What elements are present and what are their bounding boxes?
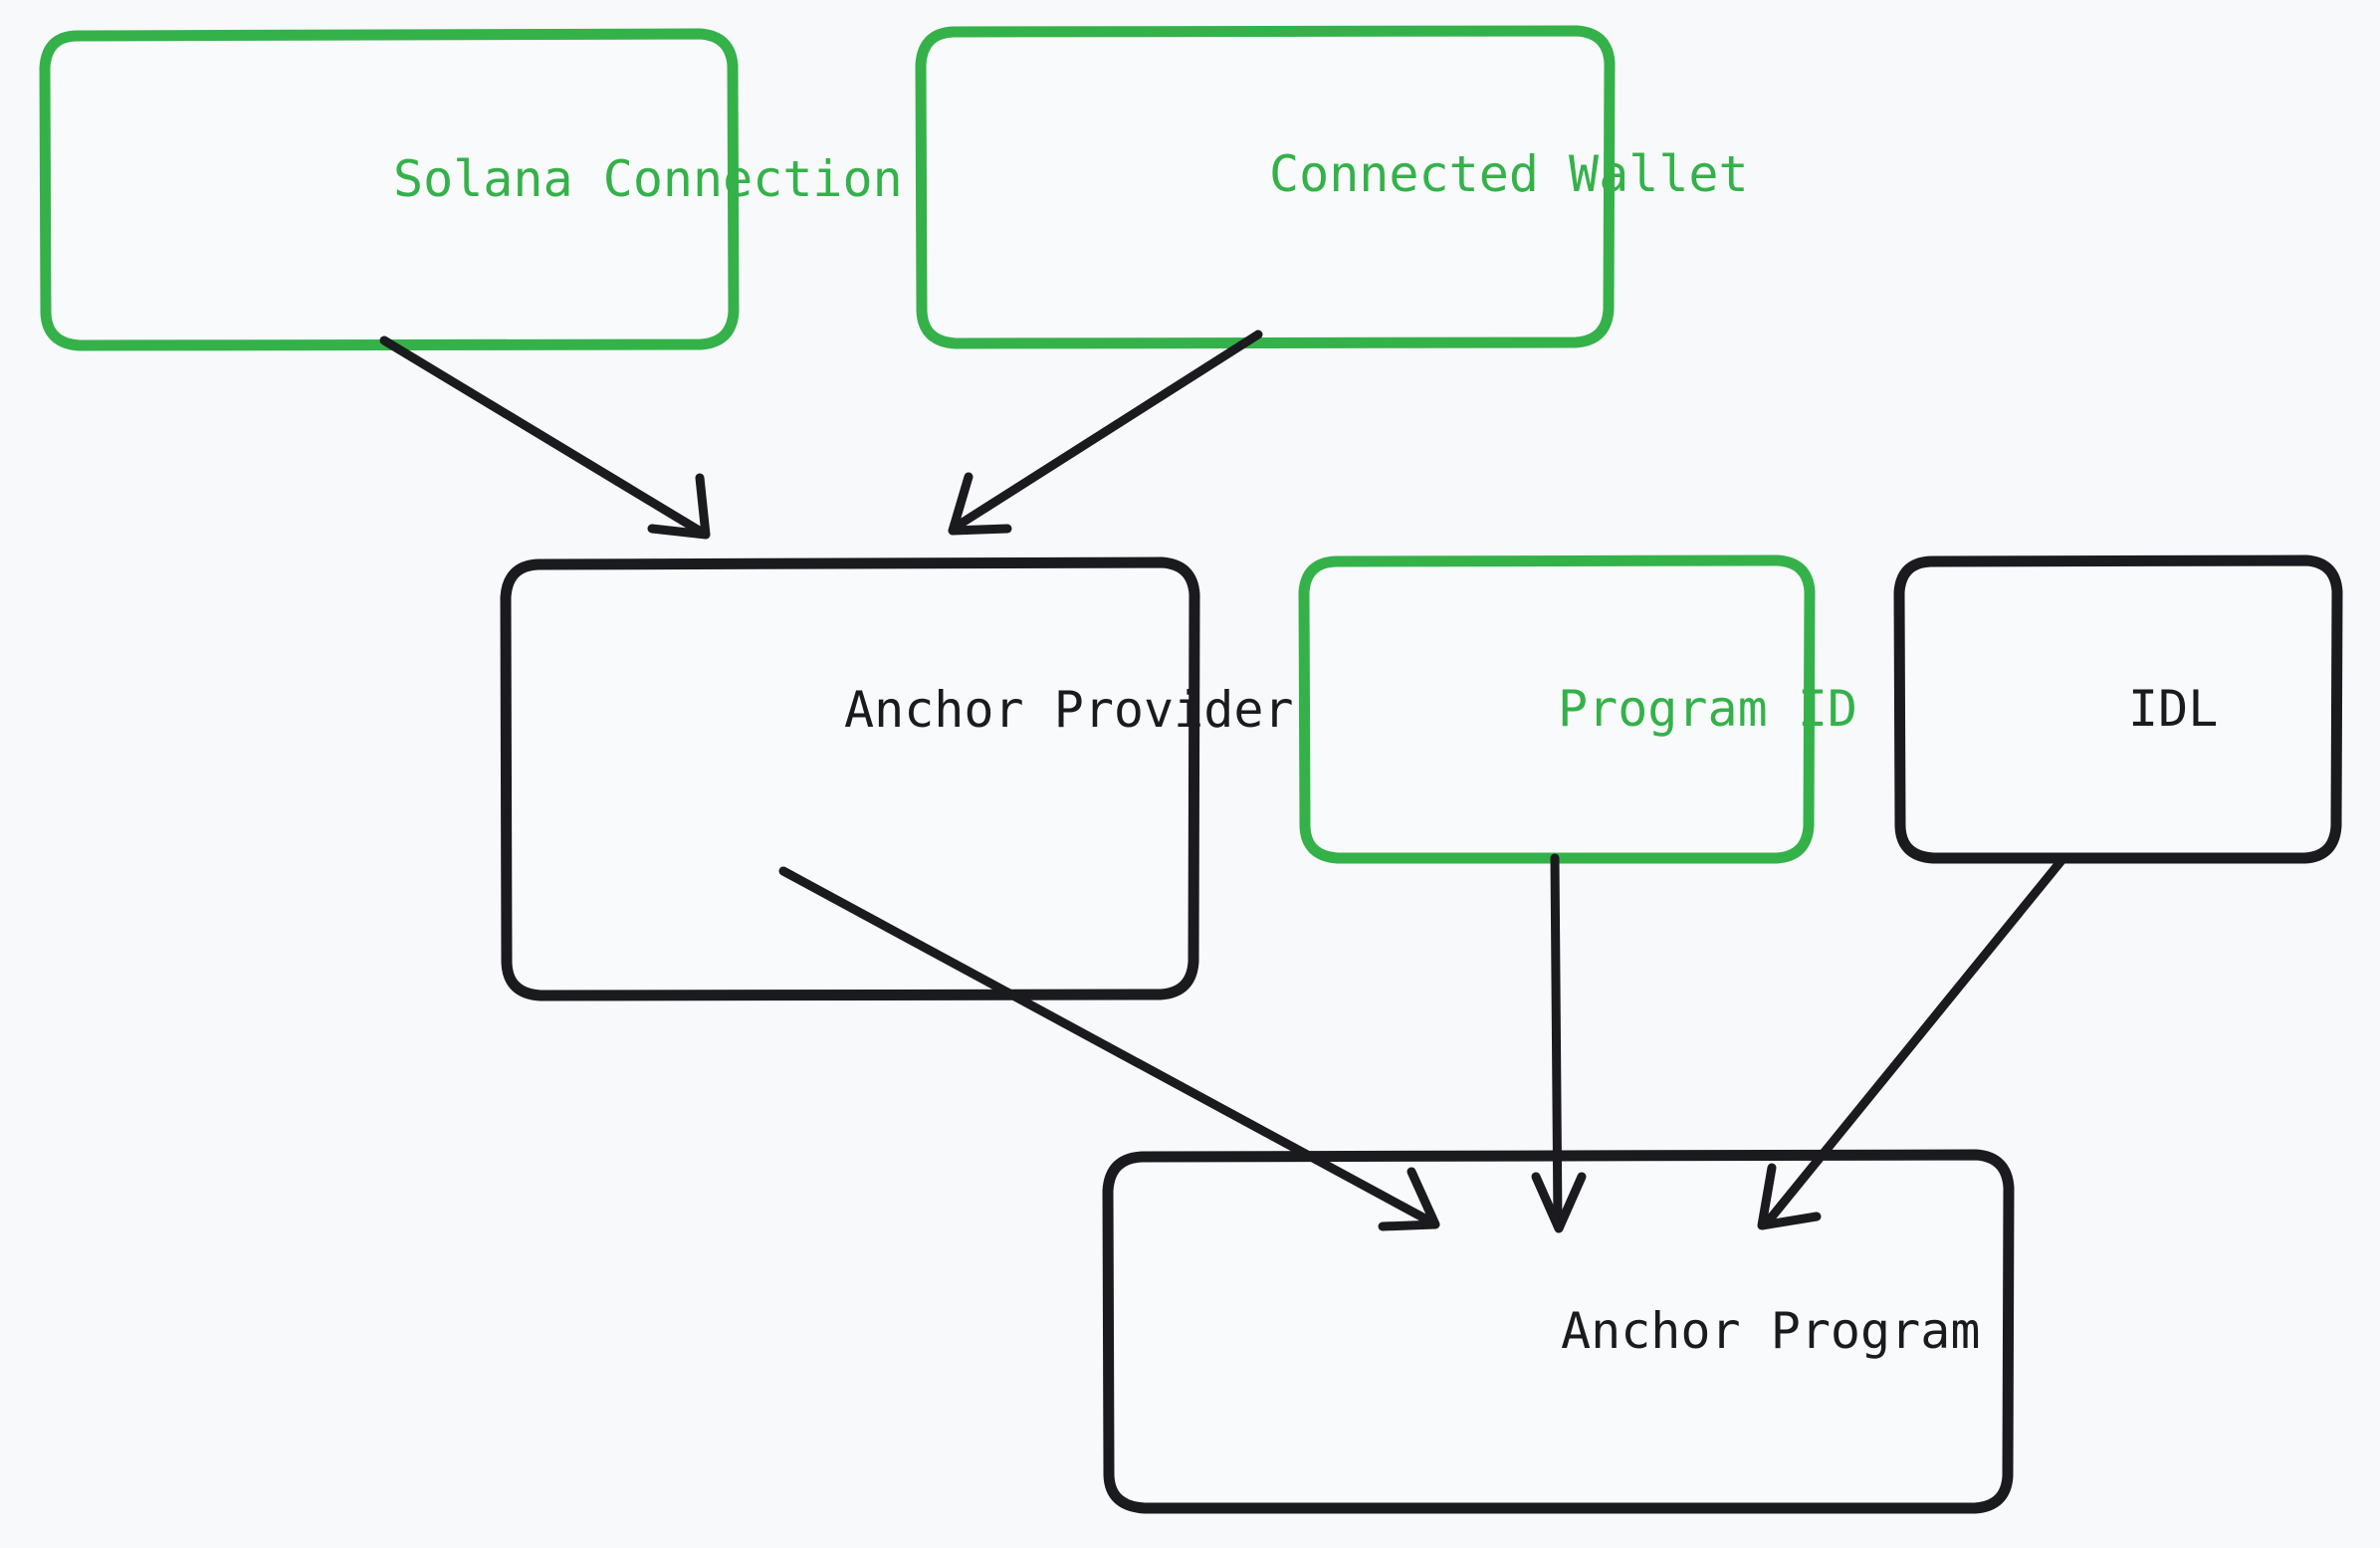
- arrowhead-icon: [948, 472, 1012, 536]
- arrowhead-icon: [647, 473, 711, 540]
- edge-line: [1550, 853, 1563, 1229]
- edge-line: [379, 335, 706, 537]
- arrowhead-icon: [1531, 1172, 1587, 1233]
- edge-line: [953, 330, 1263, 531]
- arrowhead-icon: [1378, 1167, 1440, 1231]
- node-anchor-provider-shape: [500, 556, 1200, 1001]
- node-anchor-program-shape: [1102, 1149, 2015, 1514]
- node-idl[interactable]: [1893, 554, 2343, 864]
- node-program-id-shape: [1298, 554, 1816, 864]
- edge-anchor-provider-to-anchor-program: [778, 866, 1440, 1231]
- edge-idl-to-anchor-program: [1757, 853, 2068, 1230]
- edge-program-id-to-anchor-program: [1531, 853, 1587, 1233]
- edge-solana-connection-to-anchor-provider: [379, 335, 711, 540]
- edge-connected-wallet-to-anchor-provider: [948, 330, 1263, 536]
- node-connected-wallet[interactable]: [915, 25, 1616, 349]
- node-anchor-provider[interactable]: [500, 556, 1200, 1001]
- edge-line: [778, 866, 1435, 1226]
- node-connected-wallet-shape: [915, 25, 1616, 349]
- edge-line: [1764, 853, 2068, 1225]
- node-anchor-program[interactable]: [1102, 1149, 2015, 1514]
- arrowhead-icon: [1757, 1163, 1822, 1230]
- node-solana-connection[interactable]: [39, 28, 740, 351]
- node-idl-shape: [1893, 554, 2343, 864]
- node-program-id[interactable]: [1298, 554, 1816, 864]
- node-solana-connection-shape: [39, 28, 740, 351]
